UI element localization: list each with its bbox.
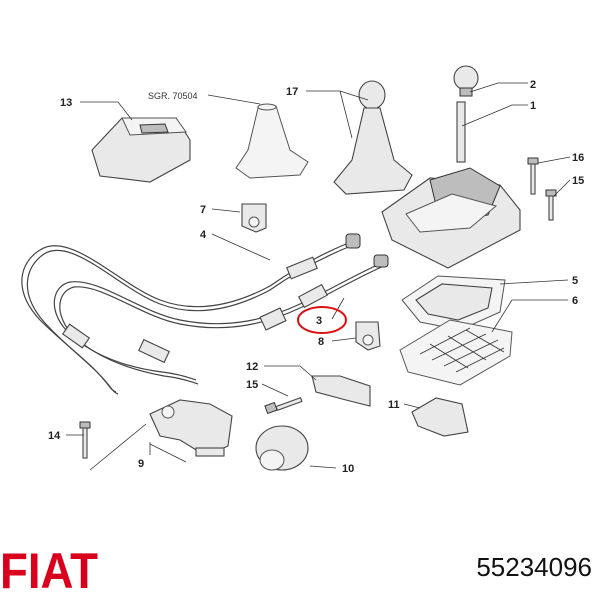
highlight-ring [297, 306, 347, 334]
callout-4: 4 [200, 229, 207, 241]
part-number: 55234096 [476, 552, 592, 582]
part-15-bolt-upper [545, 189, 557, 221]
part-5-gasket [401, 275, 506, 331]
callout-15-lower: 15 [246, 379, 258, 391]
leader-lines [66, 82, 571, 471]
part-10-bushing [255, 425, 309, 471]
callout-13: 13 [60, 97, 72, 109]
callout-1: 1 [530, 100, 536, 112]
part-4-cable [21, 233, 361, 395]
callout-11: 11 [388, 399, 400, 411]
callout-15-upper: 15 [572, 175, 584, 187]
part-6-grid-plate [399, 319, 513, 386]
callout-3: 3 [316, 315, 322, 327]
callout-9: 9 [138, 458, 144, 470]
callout-7: 7 [200, 204, 206, 216]
callout-5: 5 [572, 275, 578, 287]
part-8-clip [355, 321, 381, 351]
rubber-boot-sgr [235, 103, 309, 179]
callout-2: 2 [530, 79, 536, 91]
part-16-bolt [527, 157, 539, 195]
part-3-cable [53, 254, 389, 385]
part-14-bolt [79, 421, 91, 459]
callout-8: 8 [318, 336, 324, 348]
callout-14: 14 [48, 430, 61, 442]
part-2-gear-knob [453, 65, 479, 97]
part-7-clip [241, 203, 267, 233]
callout-12: 12 [246, 361, 258, 373]
part-9-bracket [149, 399, 233, 457]
part-12-bracket [311, 375, 371, 407]
callout-17: 17 [286, 86, 298, 98]
callout-sgr-note: SGR. 70504 [148, 91, 198, 101]
part-13-cover [91, 117, 191, 183]
callout-16: 16 [572, 152, 584, 164]
fiat-logo: FIAT [0, 543, 98, 596]
part-11-lever-mount [411, 397, 469, 437]
callout-10: 10 [342, 463, 354, 475]
callout-6: 6 [572, 295, 578, 307]
part-1-shifter-assembly [381, 101, 521, 269]
part-17-knob-boot [333, 80, 413, 195]
part-15-bolt-lower [264, 396, 303, 415]
fiat-logo-text: FIAT [0, 543, 98, 596]
